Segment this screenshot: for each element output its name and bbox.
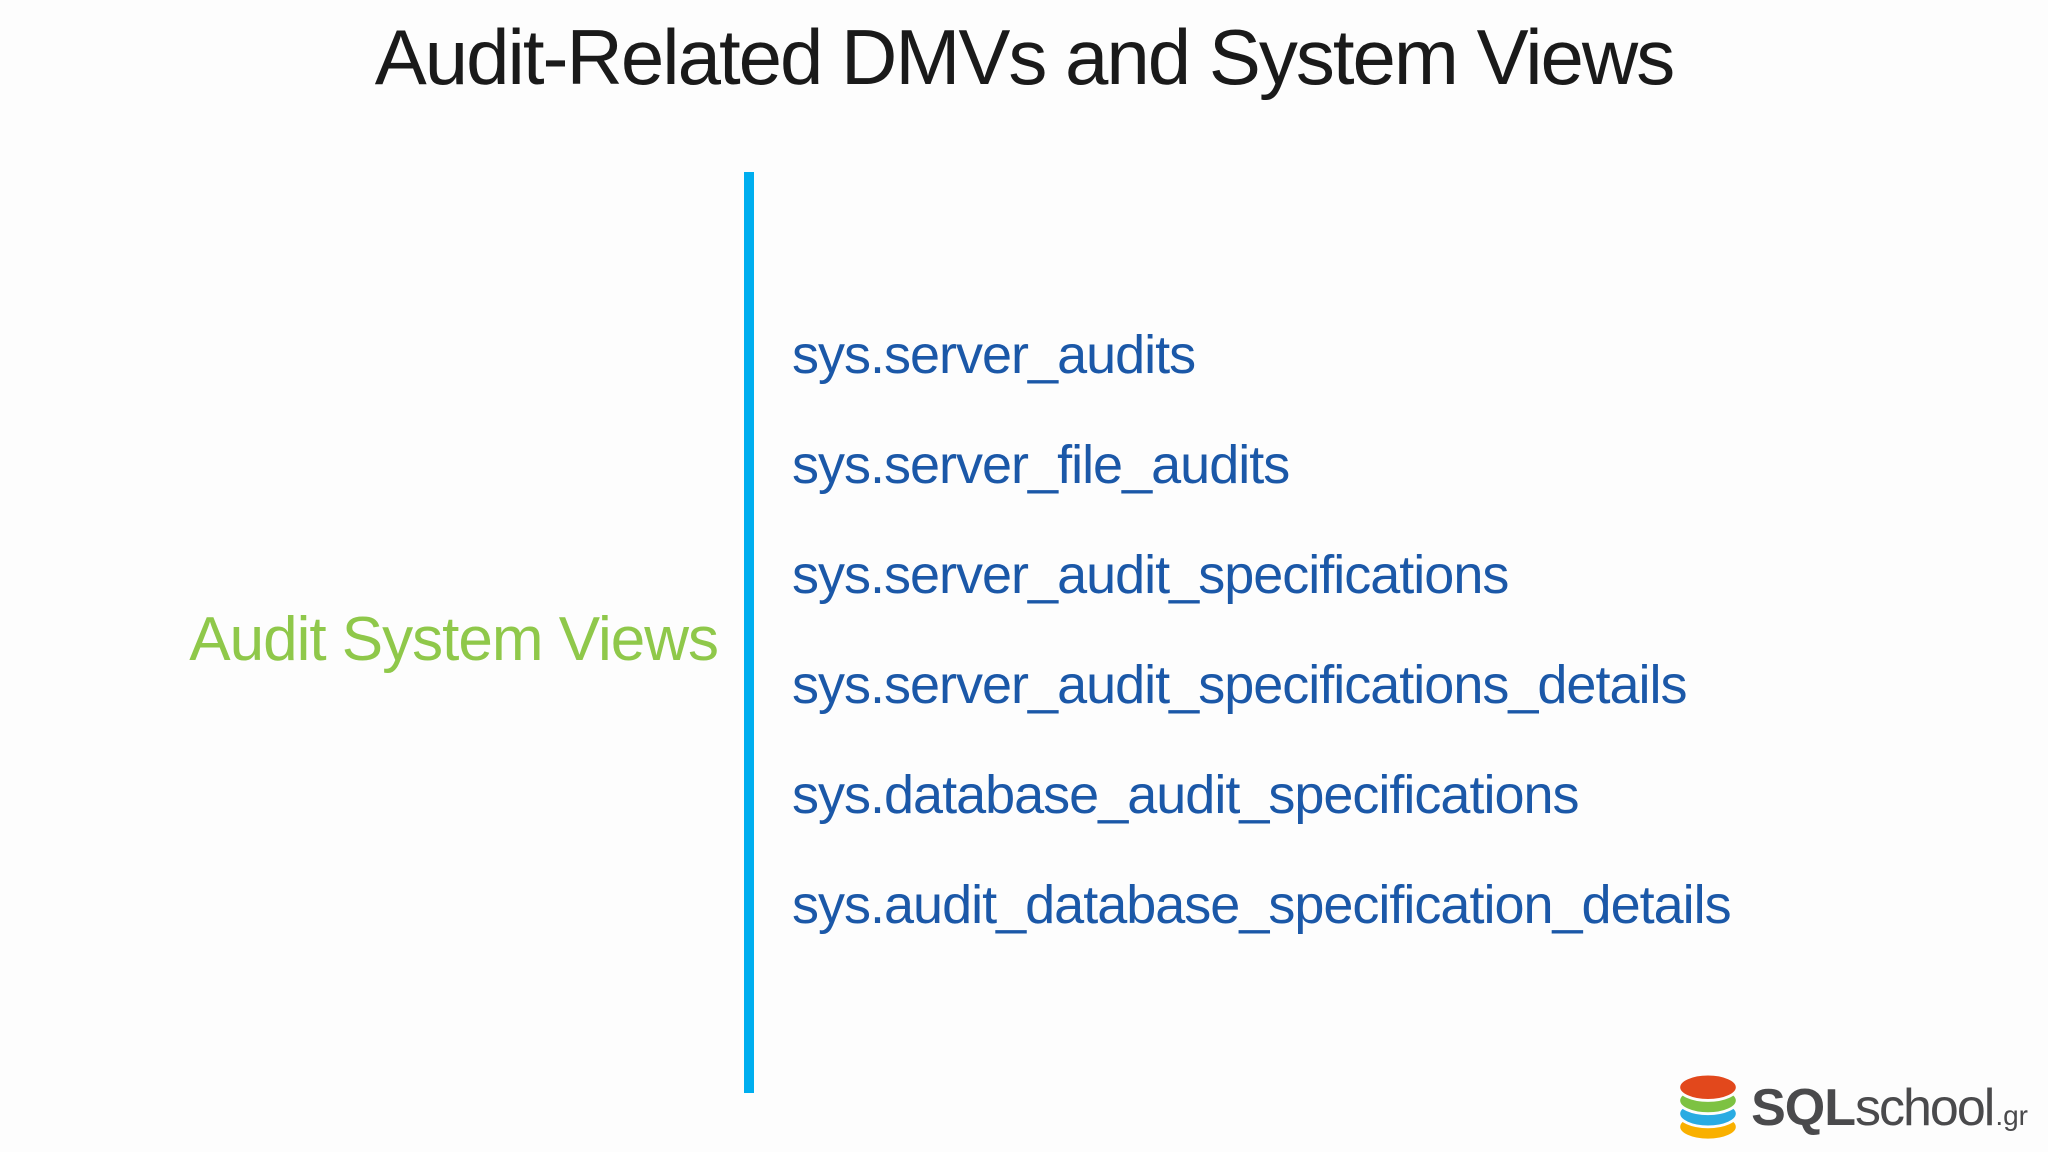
vertical-divider bbox=[744, 172, 754, 1093]
logo-tld-text: .gr bbox=[1995, 1100, 2028, 1131]
list-item: sys.audit_database_specification_details bbox=[792, 875, 1732, 935]
list-item: sys.server_audit_specifications bbox=[792, 545, 1509, 605]
list-item: sys.database_audit_specifications bbox=[792, 765, 1580, 825]
sqlschool-logo: SQL school .gr bbox=[1675, 1072, 2028, 1144]
database-icon bbox=[1677, 1072, 1739, 1142]
database-disc-red bbox=[1677, 1072, 1739, 1102]
list-item: sys.server_audits bbox=[792, 325, 1196, 385]
logo-school-text: school bbox=[1855, 1079, 1995, 1137]
list-item: sys.server_audit_specifications_details bbox=[792, 655, 1687, 715]
logo-text: SQL school .gr bbox=[1751, 1078, 2028, 1138]
system-views-list: sys.server_audits sys.server_file_audits… bbox=[792, 300, 1732, 960]
section-label: Audit System Views bbox=[189, 605, 719, 674]
logo-sql-text: SQL bbox=[1751, 1079, 1856, 1137]
list-item: sys.server_file_audits bbox=[792, 435, 1290, 495]
slide-title: Audit-Related DMVs and System Views bbox=[374, 13, 1675, 101]
